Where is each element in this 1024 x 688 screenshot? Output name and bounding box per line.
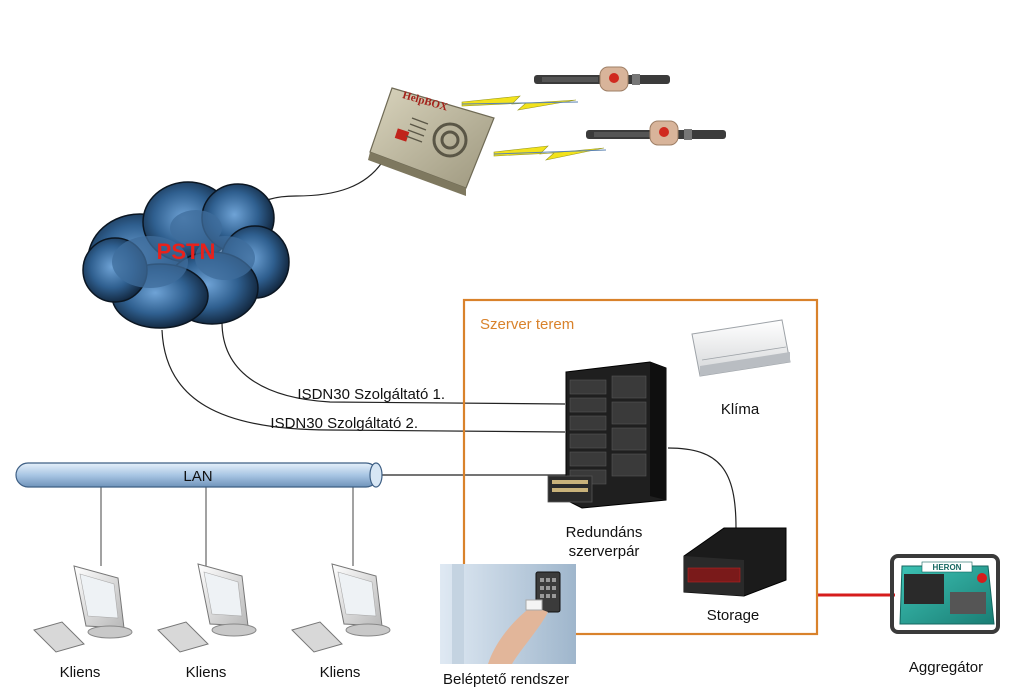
server-room-title: Szerver terem [480, 316, 574, 333]
isdn2-label: ISDN30 Szolgáltató 2. [270, 415, 418, 432]
wristband-1 [534, 66, 670, 92]
pstn-cloud: PSTN [82, 181, 290, 329]
server-rack [547, 361, 667, 509]
access-label: Beléptető rendszer [443, 671, 569, 688]
wireless-bolt-1 [461, 95, 579, 111]
client-label-3: Kliens [320, 664, 361, 681]
client-label-2: Kliens [186, 664, 227, 681]
server-room-border [462, 298, 819, 636]
lan-label: LAN [183, 468, 212, 485]
generator: HERON [890, 554, 1000, 634]
client-label-1: Kliens [60, 664, 101, 681]
ac-unit [691, 319, 791, 377]
ac-label: Klíma [721, 401, 760, 418]
generator-label: Aggregátor [909, 659, 983, 676]
isdn1-label: ISDN30 Szolgáltató 1. [297, 386, 445, 403]
pstn-label: PSTN [157, 239, 216, 264]
server-label-line2: szerverpár [569, 543, 640, 560]
wristband-2 [586, 120, 726, 146]
lan-pipe: LAN [15, 462, 383, 488]
helpbox-device: HelpBOX [368, 87, 495, 196]
isdn1-cable [221, 321, 566, 405]
storage-unit [683, 527, 787, 597]
client-2 [157, 563, 257, 653]
access-control [440, 564, 576, 664]
server-label-line1: Redundáns [566, 524, 643, 541]
storage-label: Storage [707, 607, 760, 624]
cables [100, 151, 895, 597]
generator-brand: HERON [933, 563, 962, 572]
helpbox-cable [249, 151, 389, 211]
storage-cable [667, 447, 737, 529]
client-3 [291, 563, 391, 653]
wireless-bolt-2 [493, 145, 607, 161]
isdn2-cable [161, 329, 566, 433]
client-1 [33, 565, 133, 653]
